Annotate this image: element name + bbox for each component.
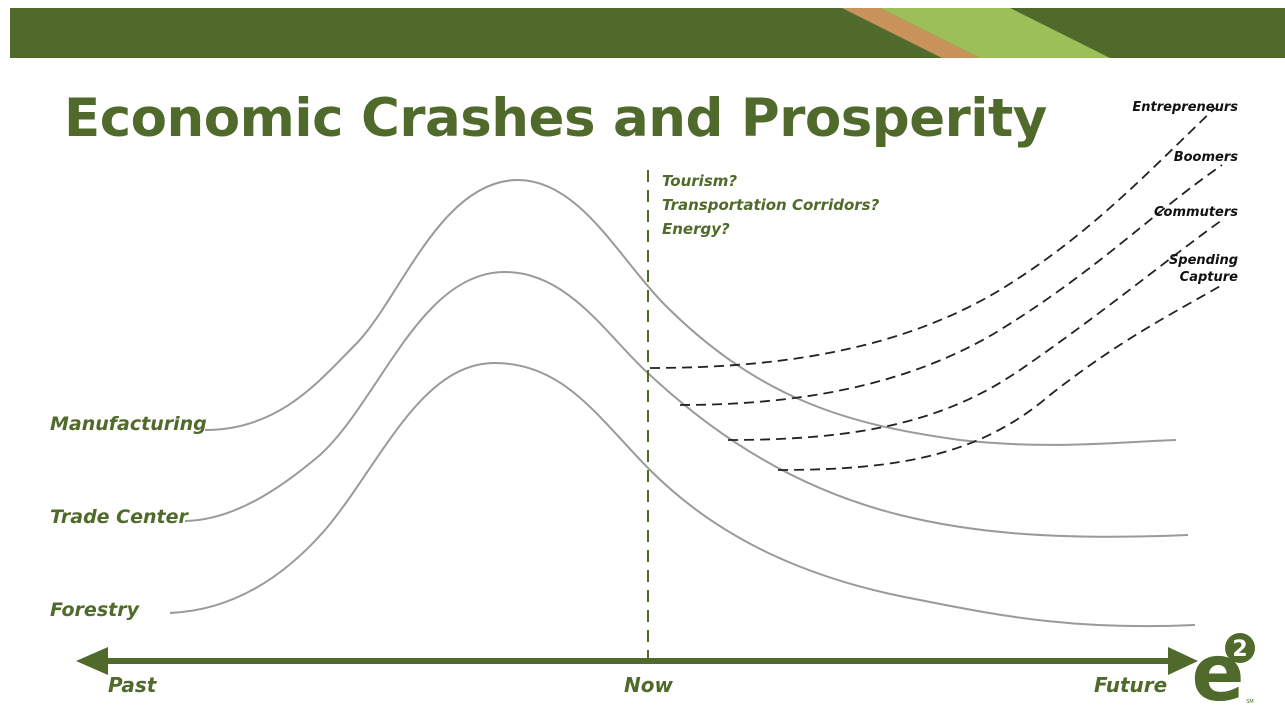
logo-badge [1225, 633, 1255, 663]
entrepreneurs-label: Entrepreneurs [1132, 100, 1238, 115]
question-transportation: Transportation Corridors? [662, 196, 880, 214]
future-projections [649, 107, 1223, 471]
trade-center-curve [184, 270, 1189, 538]
timeline-axis [76, 647, 1198, 675]
past-arrowhead [76, 647, 108, 675]
spending-capture-projection [777, 284, 1223, 471]
forestry-curve [169, 361, 1196, 628]
boomers-projection [679, 164, 1223, 406]
future-arrowhead [1168, 647, 1198, 675]
logo-mark: SM [1246, 699, 1254, 705]
future-label: Future [1094, 673, 1168, 697]
commuters-label: Commuters [1154, 205, 1238, 220]
spending-label: Spending [1168, 253, 1238, 268]
question-energy: Energy? [662, 220, 730, 238]
manufacturing-curve [204, 178, 1177, 446]
now-label: Now [624, 673, 673, 697]
capture-label: Capture [1179, 270, 1238, 285]
slide-title: Economic Crashes and Prosperity [64, 88, 1047, 149]
trade-center-label: Trade Center [50, 506, 188, 528]
banner-stripe-tan [842, 8, 980, 58]
boomers-label: Boomers [1173, 150, 1238, 165]
header-banner [10, 8, 1285, 58]
commuters-projection [727, 219, 1223, 441]
question-tourism: Tourism? [662, 172, 738, 190]
banner-stripe-green [880, 8, 1110, 58]
e2-logo: e 2 SM [1192, 629, 1255, 706]
manufacturing-label: Manufacturing [50, 413, 207, 435]
forestry-label: Forestry [50, 599, 139, 621]
past-label: Past [108, 673, 157, 697]
entrepreneurs-projection [649, 107, 1216, 369]
logo-superscript: 2 [1232, 637, 1247, 662]
